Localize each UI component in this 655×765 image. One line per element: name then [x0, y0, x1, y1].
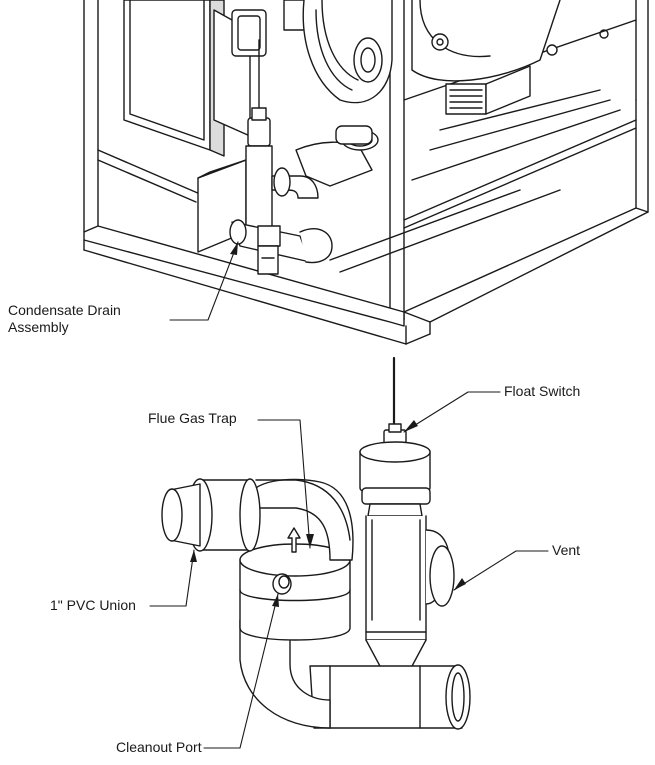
boiler-cabinet	[83, 0, 649, 345]
vent-arrowhead	[454, 578, 466, 590]
condensate-drain-arrowhead	[230, 242, 238, 255]
label-condensate-drain: Condensate Drain Assembly	[8, 302, 121, 336]
float-switch-arrowhead	[404, 420, 418, 432]
drain-detail	[161, 356, 471, 730]
flue-gas-trap-arrowhead	[306, 534, 314, 548]
label-flue-gas-trap: Flue Gas Trap	[148, 410, 237, 426]
vent-leader	[453, 550, 549, 591]
label-float-switch: Float Switch	[504, 383, 581, 399]
pvc-union-leader	[149, 549, 195, 607]
cleanout-port-arrowhead	[272, 594, 279, 607]
pvc-union-arrowhead	[190, 550, 197, 562]
label-condensate-drain-line1: Condensate Drain	[8, 302, 121, 318]
float-switch-leader	[403, 391, 501, 433]
label-cleanout-port: Cleanout Port	[116, 739, 202, 755]
flue-gas-trap-leader	[257, 419, 311, 549]
label-condensate-drain-line2: Assembly	[8, 319, 69, 335]
label-vent: Vent	[552, 542, 581, 558]
label-pvc-union: 1" PVC Union	[50, 597, 136, 613]
cleanout-port-leader	[203, 593, 279, 749]
condensate-drain-leader	[169, 241, 239, 321]
